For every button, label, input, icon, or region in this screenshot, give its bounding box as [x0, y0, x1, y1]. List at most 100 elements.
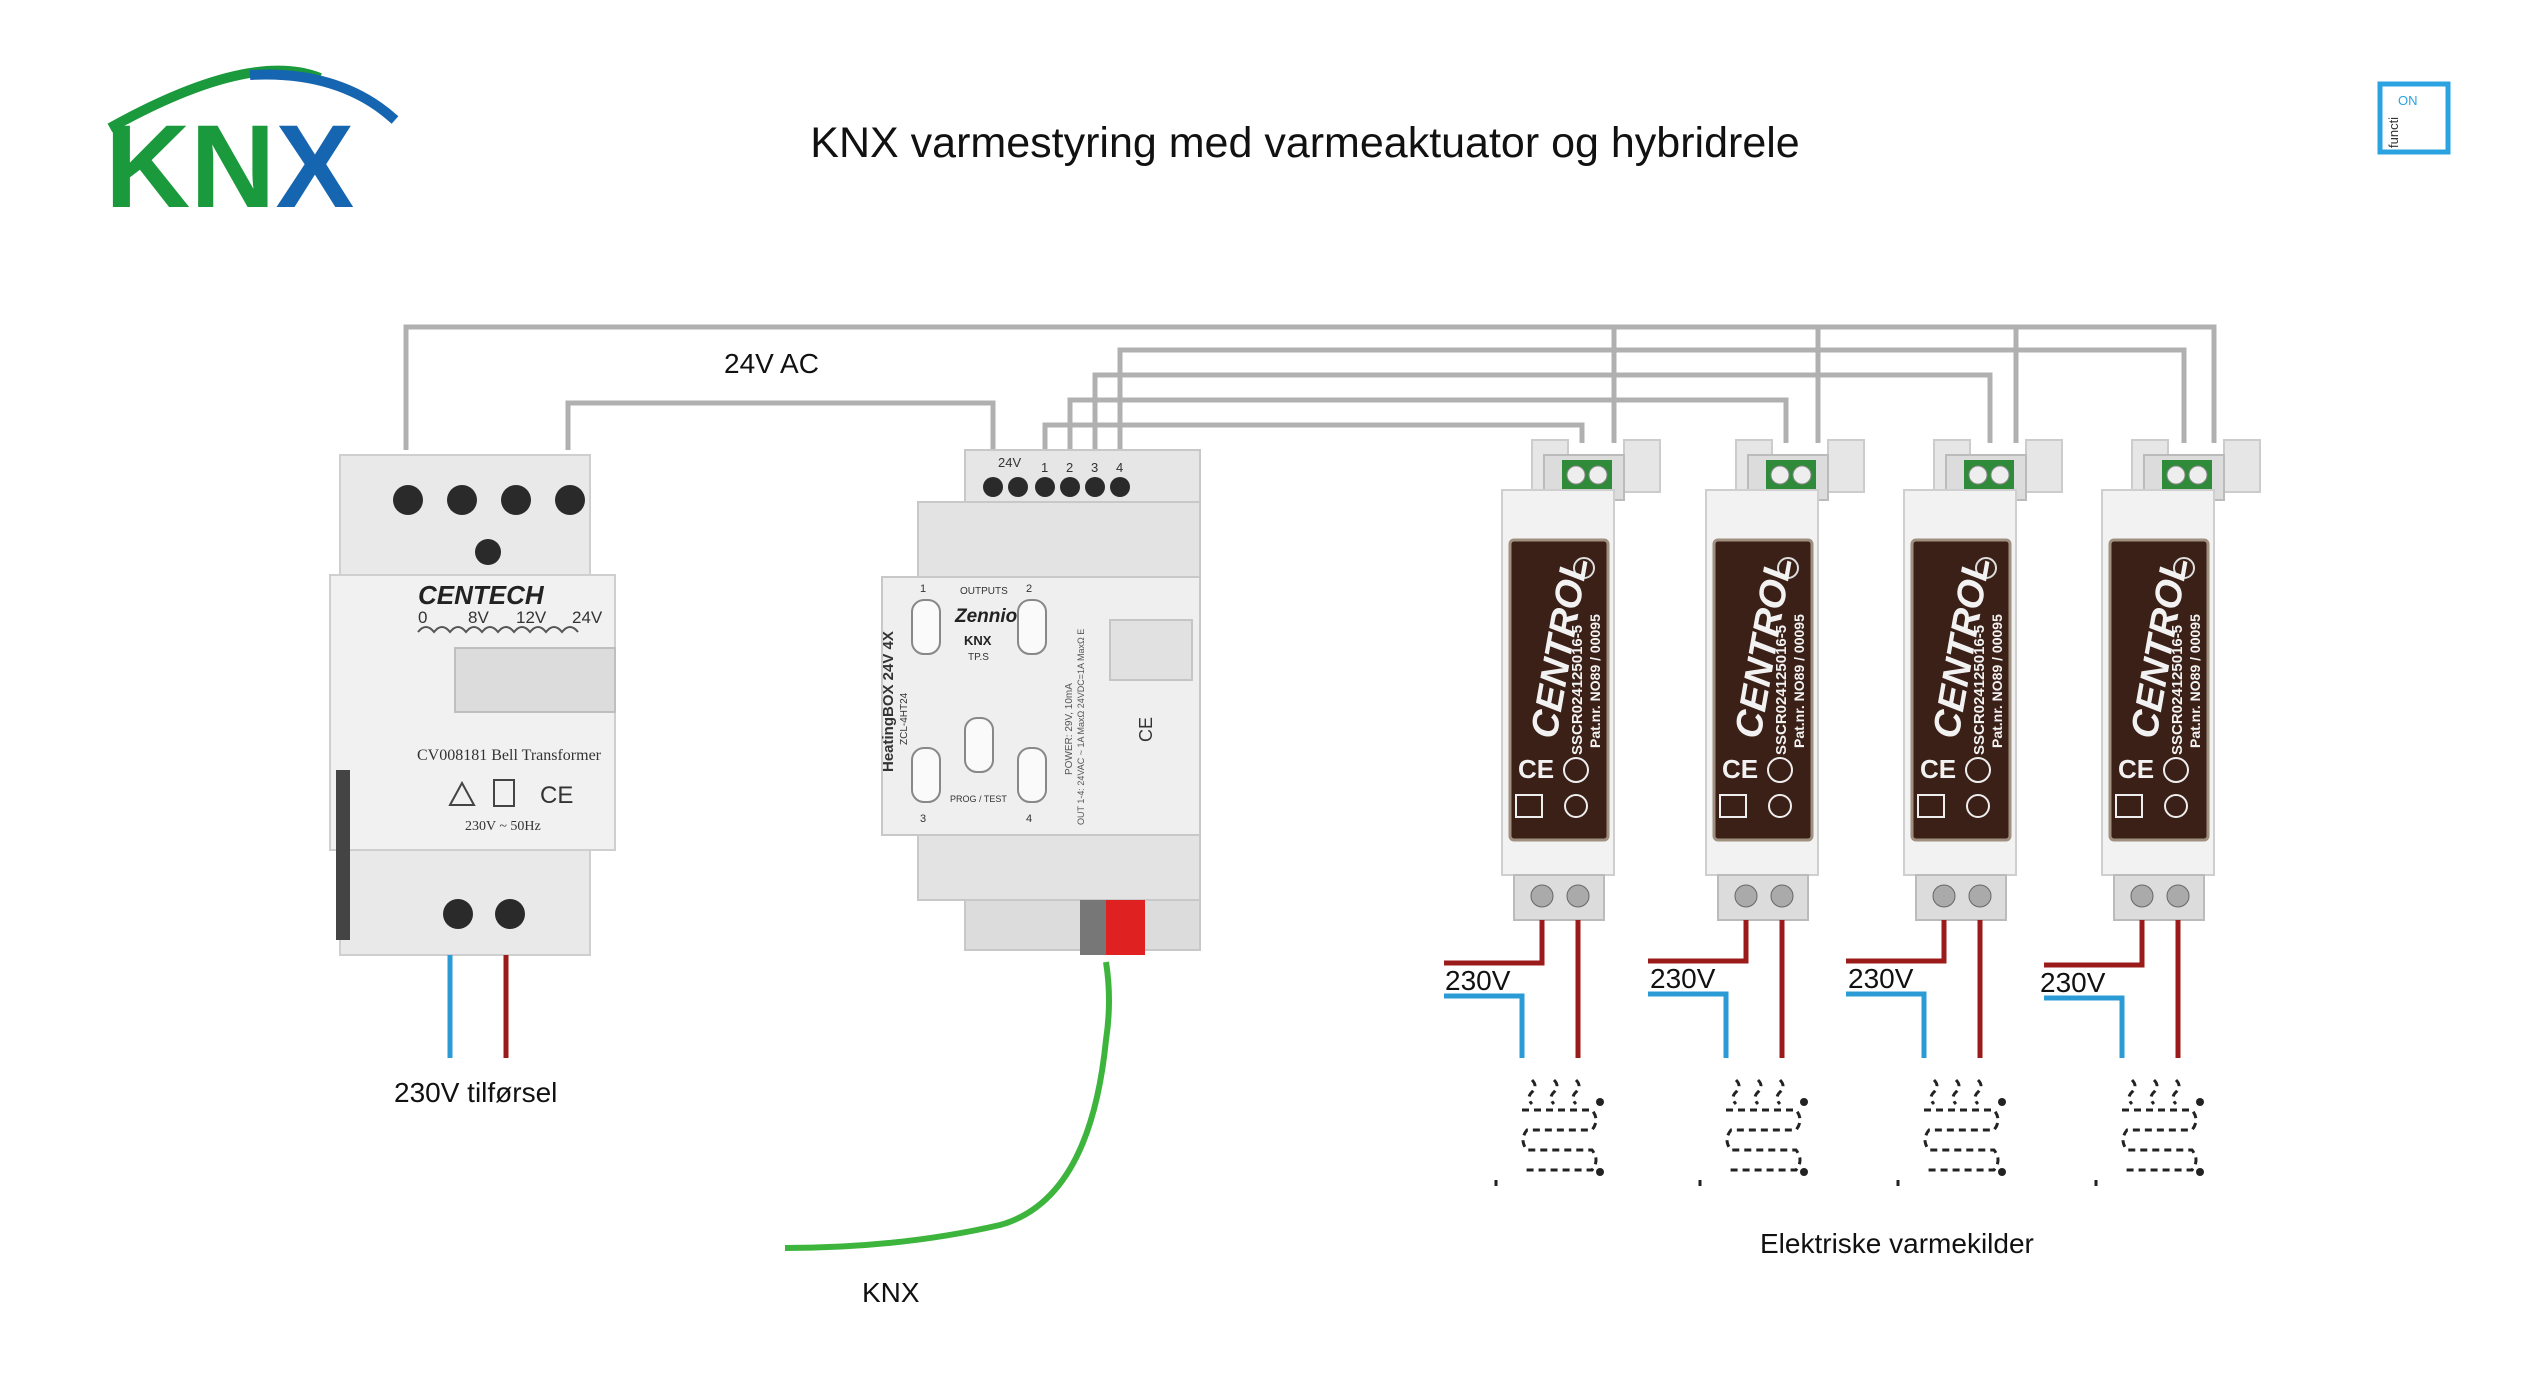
wire-out2-ssr2	[1067, 397, 1789, 460]
ssr-screw	[2188, 465, 2208, 485]
ssr-bottom-terminal	[2113, 874, 2205, 921]
ssr-label-plate	[1508, 538, 1610, 842]
ssr-screw	[2166, 465, 2186, 485]
actuator-product: HeatingBOX 24V 4X	[880, 631, 897, 772]
bell-icon	[448, 780, 476, 806]
transformer-top-screws	[393, 485, 585, 565]
ssr-approval-icon	[1966, 794, 1990, 818]
heat-wave	[2171, 1078, 2181, 1106]
bell-transformer: CENTECH 0 8V 12V 24V CV008181 Bell Trans…	[329, 454, 616, 956]
heater-icon	[1521, 1078, 1598, 1172]
ssr-label-plate	[1712, 538, 1814, 842]
actuator-outputs-header: OUTPUTS	[960, 586, 1008, 597]
heat-wave	[1951, 1078, 1961, 1106]
ssr-supply-label: 230V	[1848, 963, 1914, 994]
transformer-symbols	[448, 779, 515, 807]
out-number-1: 1	[920, 583, 926, 595]
ssr-approval-icon	[1564, 794, 1588, 818]
ssr-screw	[1792, 465, 1812, 485]
heater-icon	[2121, 1078, 2198, 1172]
heat-wave	[2149, 1078, 2159, 1106]
ssr-screw	[2166, 884, 2190, 908]
heater-icon	[1923, 1078, 2000, 1172]
heater-terminal	[1998, 1168, 2006, 1176]
tap-12v: 12V	[516, 608, 547, 627]
ssr-neutral-wire	[2044, 995, 2125, 1058]
ssr-led	[1777, 557, 1799, 579]
actuator-power: POWER: 29V, 10mA	[1064, 683, 1075, 775]
logo-k: K	[105, 101, 190, 233]
output-button-4[interactable]	[1017, 747, 1047, 803]
ssr-patent: Pat.nr. NO89 / 00095	[1791, 614, 1807, 748]
heater-terminal	[2196, 1168, 2204, 1176]
ssr-bottom-terminal	[1717, 874, 1809, 921]
label-24v-ac: 24V AC	[724, 348, 819, 379]
heater-coil	[1725, 1108, 1802, 1172]
heat-wave	[2127, 1078, 2137, 1106]
terminal-label-4: 4	[1116, 460, 1123, 475]
output-button-2[interactable]	[1017, 599, 1047, 655]
ssr-screw	[1588, 465, 1608, 485]
ssr-approval-icon	[2164, 794, 2188, 818]
ssr-screw	[1734, 884, 1758, 908]
transformer-bottom-screws	[443, 899, 525, 929]
terminal-label-2: 2	[1066, 460, 1073, 475]
heat-wave	[1549, 1078, 1559, 1106]
heat-wave	[1973, 1078, 1983, 1106]
ssr-approval-icon	[1768, 794, 1792, 818]
actuator-out-rating: OUT 1-4: 24VAC ~ 1A MaxΩ 24VDC=1A MaxΩ E	[1076, 629, 1086, 825]
output-button-1[interactable]	[911, 599, 941, 655]
ssr-screw	[1990, 465, 2010, 485]
ssr-model: SSCR024125016-5	[1773, 625, 1790, 755]
page-title: KNX varmestyring med varmeaktuator og hy…	[810, 119, 1799, 167]
ssr-screw	[1566, 884, 1590, 908]
knx-logo: KNX	[105, 65, 399, 233]
heater-icon	[1725, 1078, 1802, 1172]
ssr-model: SSCR024125016-5	[1971, 625, 1988, 755]
wire-tap-0-to-ssr-bus	[403, 324, 2217, 450]
ssr-live-in-wire	[2044, 920, 2145, 968]
heater-terminal	[1596, 1168, 1604, 1176]
function-badge: ON functi	[2377, 81, 2451, 155]
ssr-bottom-terminal	[1915, 874, 2007, 921]
ssr-live-in-wire	[1648, 920, 1749, 964]
actuator-buttons	[911, 599, 1047, 803]
terminal-label-3: 3	[1091, 460, 1098, 475]
ssr-label-plate	[2108, 538, 2210, 842]
heater-terminal	[1596, 1098, 1604, 1106]
prog-test-button[interactable]	[964, 717, 994, 773]
ssr-n-mark-icon	[1767, 757, 1793, 783]
actuator-code: ZCL-4HT24	[899, 692, 910, 745]
actuator-ce: CE	[1136, 717, 1156, 742]
actuator-knx: KNX	[964, 633, 992, 648]
logo-n: N	[190, 101, 275, 233]
heat-wave	[1571, 1078, 1581, 1106]
ssr-top-cap	[2025, 439, 2063, 493]
ssr-led	[2173, 557, 2195, 579]
output-button-3[interactable]	[911, 747, 941, 803]
ssr-top-cap	[2223, 439, 2261, 493]
heater-coil	[2121, 1108, 2198, 1172]
out-number-3: 3	[920, 813, 926, 825]
ssr-class2-icon	[1719, 794, 1747, 818]
wire-out4-ssr4	[1117, 347, 2187, 460]
label-knx-bus: KNX	[862, 1277, 920, 1308]
signal-wires	[403, 324, 2217, 460]
transformer-brand: CENTECH	[418, 580, 545, 610]
heat-wave	[1527, 1078, 1537, 1106]
ssr-screw	[1770, 465, 1790, 485]
label-230v-tilforsel: 230V tilførsel	[394, 1077, 557, 1108]
actuator-prog-label: PROG / TEST	[950, 794, 1007, 804]
ssr-class2-icon	[1917, 794, 1945, 818]
heater-coil	[1923, 1108, 2000, 1172]
heater-terminal	[1800, 1098, 1808, 1106]
heater-terminal	[1800, 1168, 1808, 1176]
ssr-ce-mark: CE	[2118, 754, 2154, 784]
ssr-supply-label: 230V	[2040, 967, 2106, 998]
transformer-rating: 230V ~ 50Hz	[465, 819, 541, 834]
ssr-model: SSCR024125016-5	[1569, 625, 1586, 755]
